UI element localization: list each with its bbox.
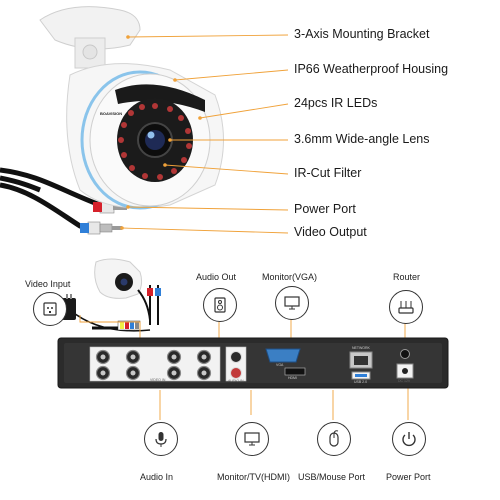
camera-illustration <box>0 6 289 235</box>
label-audio-in: Audio In <box>140 472 174 482</box>
label-video-input: Video Input <box>25 279 71 289</box>
power-icon <box>392 422 426 456</box>
camera-body <box>66 63 224 210</box>
mark-dc: DC 12V <box>398 379 411 383</box>
camera-cables <box>0 167 127 235</box>
label-monitor-hdmi: Monitor/TV(HDMI) <box>217 472 291 482</box>
feature-ir-cut-filter: IR-Cut Filter <box>294 166 362 180</box>
microphone-icon <box>144 422 178 456</box>
feature-power-port: Power Port <box>294 202 356 216</box>
feature-weatherproof-housing: IP66 Weatherproof Housing <box>294 62 449 76</box>
mouse-icon <box>317 422 351 456</box>
feature-ir-leds: 24pcs IR LEDs <box>294 96 378 110</box>
mini-camera <box>94 258 151 321</box>
monitor-hdmi-icon <box>235 422 269 456</box>
speaker-icon <box>203 288 237 322</box>
router-icon <box>389 290 423 324</box>
label-audio-out: Audio Out <box>196 272 237 282</box>
mark-video-in: VIDEO IN <box>150 378 166 382</box>
label-power-port: Power Port <box>386 472 431 482</box>
dvr-back-panel <box>57 337 449 389</box>
mounting-bracket <box>39 6 141 69</box>
label-router: Router <box>393 272 421 282</box>
camera-brand-logo: BOAVISION <box>100 111 123 116</box>
mark-usb: USB 2.0 <box>354 380 368 384</box>
dvr-illustration <box>57 258 449 420</box>
feature-lens: 3.6mm Wide-angle Lens <box>294 132 430 146</box>
mark-hdmi: HDMI <box>288 376 297 380</box>
feature-mounting-bracket: 3-Axis Mounting Bracket <box>294 27 430 41</box>
label-monitor-vga: Monitor(VGA) <box>262 272 318 282</box>
feature-video-output: Video Output <box>294 225 367 239</box>
label-usb-mouse: USB/Mouse Port <box>298 472 366 482</box>
mark-audio-in: AUDIO IN <box>228 379 244 383</box>
monitor-vga-icon <box>275 286 309 320</box>
mark-vga: VGA <box>276 363 284 367</box>
leader-lines <box>121 34 289 234</box>
mark-network: NETWORK <box>352 346 370 350</box>
video-input-icon <box>33 292 67 326</box>
